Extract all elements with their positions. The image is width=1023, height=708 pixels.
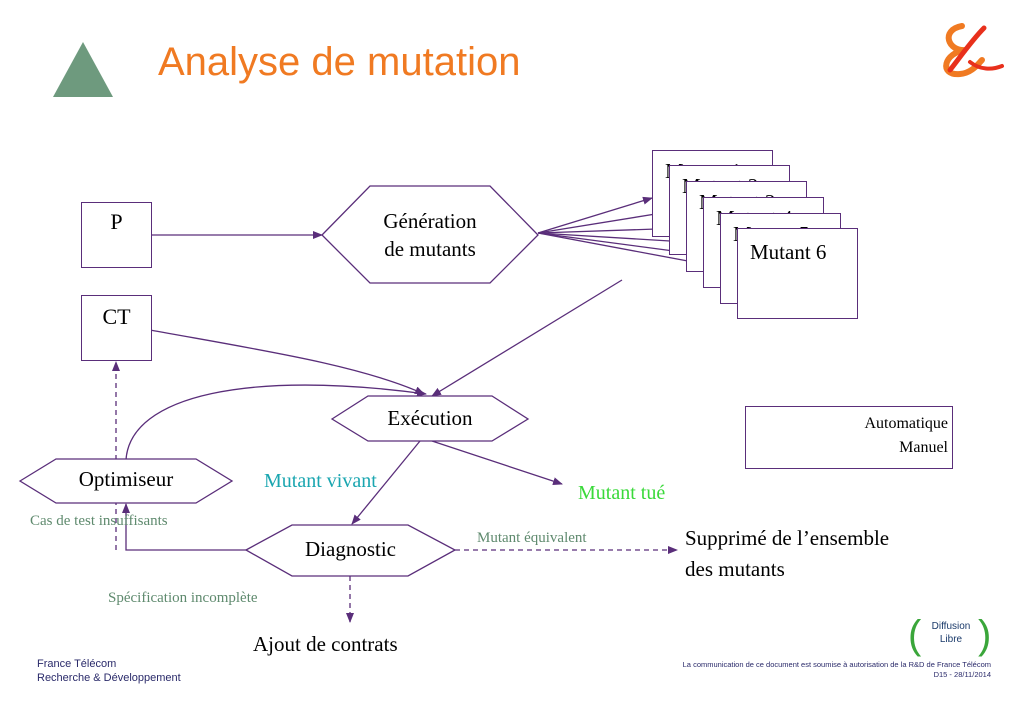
footer-org: France Télécom Recherche & Développement <box>37 657 181 685</box>
legend-automatique: Automatique <box>864 415 948 432</box>
mutant-box: Mutant 6 <box>737 228 858 319</box>
node-ct-label: CT <box>102 304 131 329</box>
node-ajout-contrats: Ajout de contrats <box>253 632 398 656</box>
edge-mutants-execution <box>431 279 623 397</box>
node-execution-label: Exécution <box>387 406 473 430</box>
page-title: Analyse de mutation <box>158 40 521 84</box>
footer-org-line1: France Télécom <box>37 658 117 670</box>
triangle-icon <box>53 42 113 97</box>
generation-line1: Génération <box>383 209 477 233</box>
edge-ct-execution <box>149 329 425 395</box>
generation-line2: de mutants <box>384 237 476 261</box>
node-diagnostic-label: Diagnostic <box>305 537 396 561</box>
france-telecom-logo <box>943 23 1004 78</box>
node-p-label: P <box>110 209 123 234</box>
legend-box: Automatique Manuel <box>745 406 953 469</box>
legend-manuel: Manuel <box>899 439 948 456</box>
edge-execution-diagnostic <box>351 440 421 525</box>
footer-org-line2: Recherche & Développement <box>37 672 181 684</box>
label-cas-de-test: Cas de test insuffisants <box>30 513 168 529</box>
node-generation-label: Génération de mutants <box>340 207 520 263</box>
node-diagnostic-shape <box>244 524 457 577</box>
supprime-line1: Supprimé de l’ensemble <box>685 526 890 550</box>
diffusion-libre-badge: Diffusion Libre <box>925 620 977 646</box>
badge-line2: Libre <box>939 634 963 645</box>
mutant-label: Mutant 6 <box>750 240 827 264</box>
node-optimiseur-shape <box>18 458 234 504</box>
edge-optimiseur-execution <box>125 384 427 461</box>
badge-line1: Diffusion <box>931 621 971 632</box>
label-mutant-vivant: Mutant vivant <box>264 470 377 492</box>
label-mutant-tue: Mutant tué <box>578 482 666 504</box>
supprime-line2: des mutants <box>685 557 785 581</box>
label-specification: Spécification incomplète <box>108 590 258 606</box>
footer-notice-text: La communication de ce document est soum… <box>682 660 991 669</box>
node-p: P <box>81 202 152 268</box>
edge-diagnostic-optimiseur <box>122 503 246 551</box>
edge-execution-mutant-tue <box>431 440 563 485</box>
node-supprime: Supprimé de l’ensemble des mutants <box>685 523 889 585</box>
node-ct: CT <box>81 295 152 361</box>
node-optimiseur-label: Optimiseur <box>78 467 174 491</box>
label-mutant-equivalent: Mutant équivalent <box>477 530 587 546</box>
footer-ref: D15 - 28/11/2014 <box>933 670 991 679</box>
node-generation-shape <box>321 185 539 284</box>
node-execution-shape <box>330 395 530 442</box>
badge-paren-left: ( <box>908 613 922 657</box>
badge-paren-right: ) <box>978 613 991 657</box>
footer-notice: La communication de ce document est soum… <box>683 660 991 680</box>
